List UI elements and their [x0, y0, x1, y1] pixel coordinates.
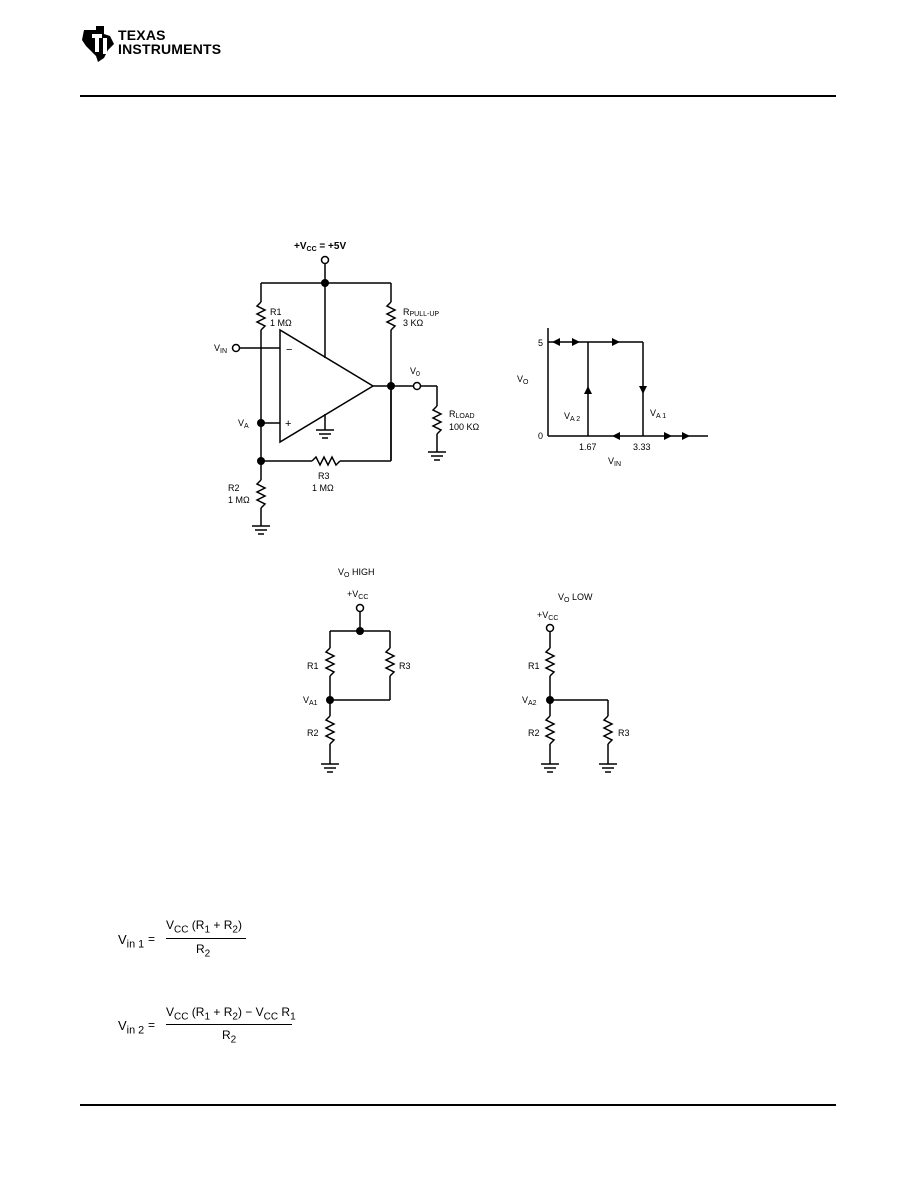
brand-line-2: INSTRUMENTS	[118, 41, 222, 57]
va-label: VA	[238, 418, 249, 430]
rpullup-value: 3 KΩ	[403, 318, 424, 328]
noninverting-sign: +	[285, 418, 291, 430]
r2-value: 1 MΩ	[228, 495, 250, 505]
vo-low-r3: R3	[618, 728, 630, 738]
eq2-fraction-bar	[166, 1024, 292, 1025]
figure-area: +VCC = +5V R1 1 MΩ RPULL-UP 3 KΩ VIN VA …	[214, 241, 708, 773]
eq2-lhs: Vin 2	[118, 1018, 145, 1037]
vo-label: V0	[410, 366, 420, 378]
eq2-numerator: VCC (R1 + R2) − VCC R1	[166, 1005, 296, 1023]
r3-name: R3	[318, 471, 330, 481]
r2-name: R2	[228, 483, 240, 493]
rload-name: RLOAD	[449, 409, 475, 420]
vo-low-node: VA2	[522, 695, 537, 707]
eq1-numerator: VCC (R1 + R2)	[166, 918, 242, 936]
graph-y-tick-high: 5	[538, 338, 543, 348]
r1-value: 1 MΩ	[270, 318, 292, 328]
vo-high-node: VA1	[303, 695, 318, 707]
graph-x-label: VIN	[608, 456, 621, 468]
graph-x-tick-1: 1.67	[579, 442, 597, 452]
vo-low-r2: R2	[528, 728, 540, 738]
va2-label: VA 2	[564, 411, 580, 423]
vo-high-r1: R1	[307, 661, 319, 671]
graph-y-tick-low: 0	[538, 431, 543, 441]
brand-line-1: TEXAS	[118, 27, 166, 43]
ti-logo	[80, 24, 230, 64]
va1-label: VA 1	[650, 408, 666, 420]
ti-state-outline-icon	[82, 26, 114, 62]
vin-label: VIN	[214, 343, 227, 355]
rload-value: 100 KΩ	[449, 422, 480, 432]
vo-low-supply: +VCC	[537, 610, 558, 622]
r1-name: R1	[270, 307, 282, 317]
eq1-fraction-bar	[166, 938, 246, 939]
vo-low-r1: R1	[528, 661, 540, 671]
eq1-lhs: Vin 1	[118, 932, 145, 951]
graph-x-tick-2: 3.33	[633, 442, 651, 452]
vo-high-r2: R2	[307, 728, 319, 738]
brand-name: TEXAS INSTRUMENTS	[118, 28, 221, 56]
header-rule	[80, 95, 836, 97]
eq2-equals: =	[148, 1018, 156, 1032]
vo-low-title: VO LOW	[558, 592, 593, 604]
vo-high-r3: R3	[399, 661, 411, 671]
eq1-denominator: R2	[196, 942, 211, 960]
eq1-equals: =	[148, 932, 156, 946]
footer-rule	[80, 1104, 836, 1106]
supply-label: +VCC = +5V	[294, 241, 346, 253]
r3-value: 1 MΩ	[312, 483, 334, 493]
graph-y-label: VO	[517, 374, 529, 386]
rpullup-name: RPULL-UP	[403, 307, 439, 318]
eq2-denominator: R2	[222, 1028, 237, 1046]
inverting-sign: −	[286, 344, 292, 356]
vo-high-supply: +VCC	[347, 589, 368, 601]
vo-high-title: VO HIGH	[338, 567, 374, 579]
